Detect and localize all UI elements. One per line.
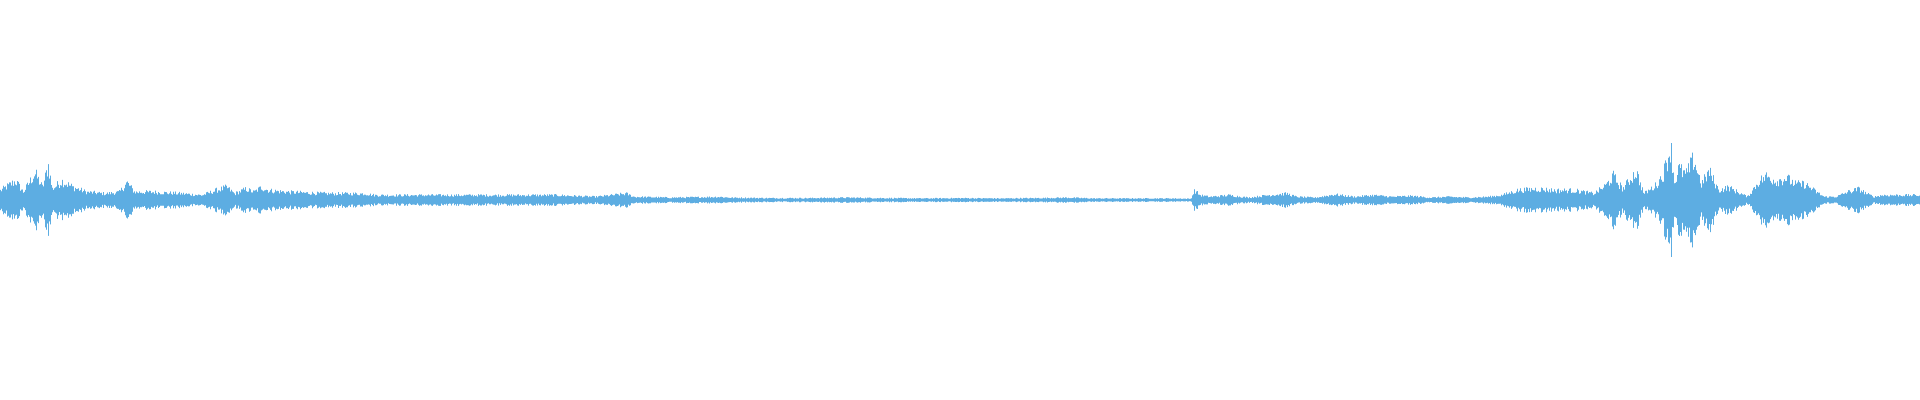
- waveform-trace: [0, 143, 1920, 257]
